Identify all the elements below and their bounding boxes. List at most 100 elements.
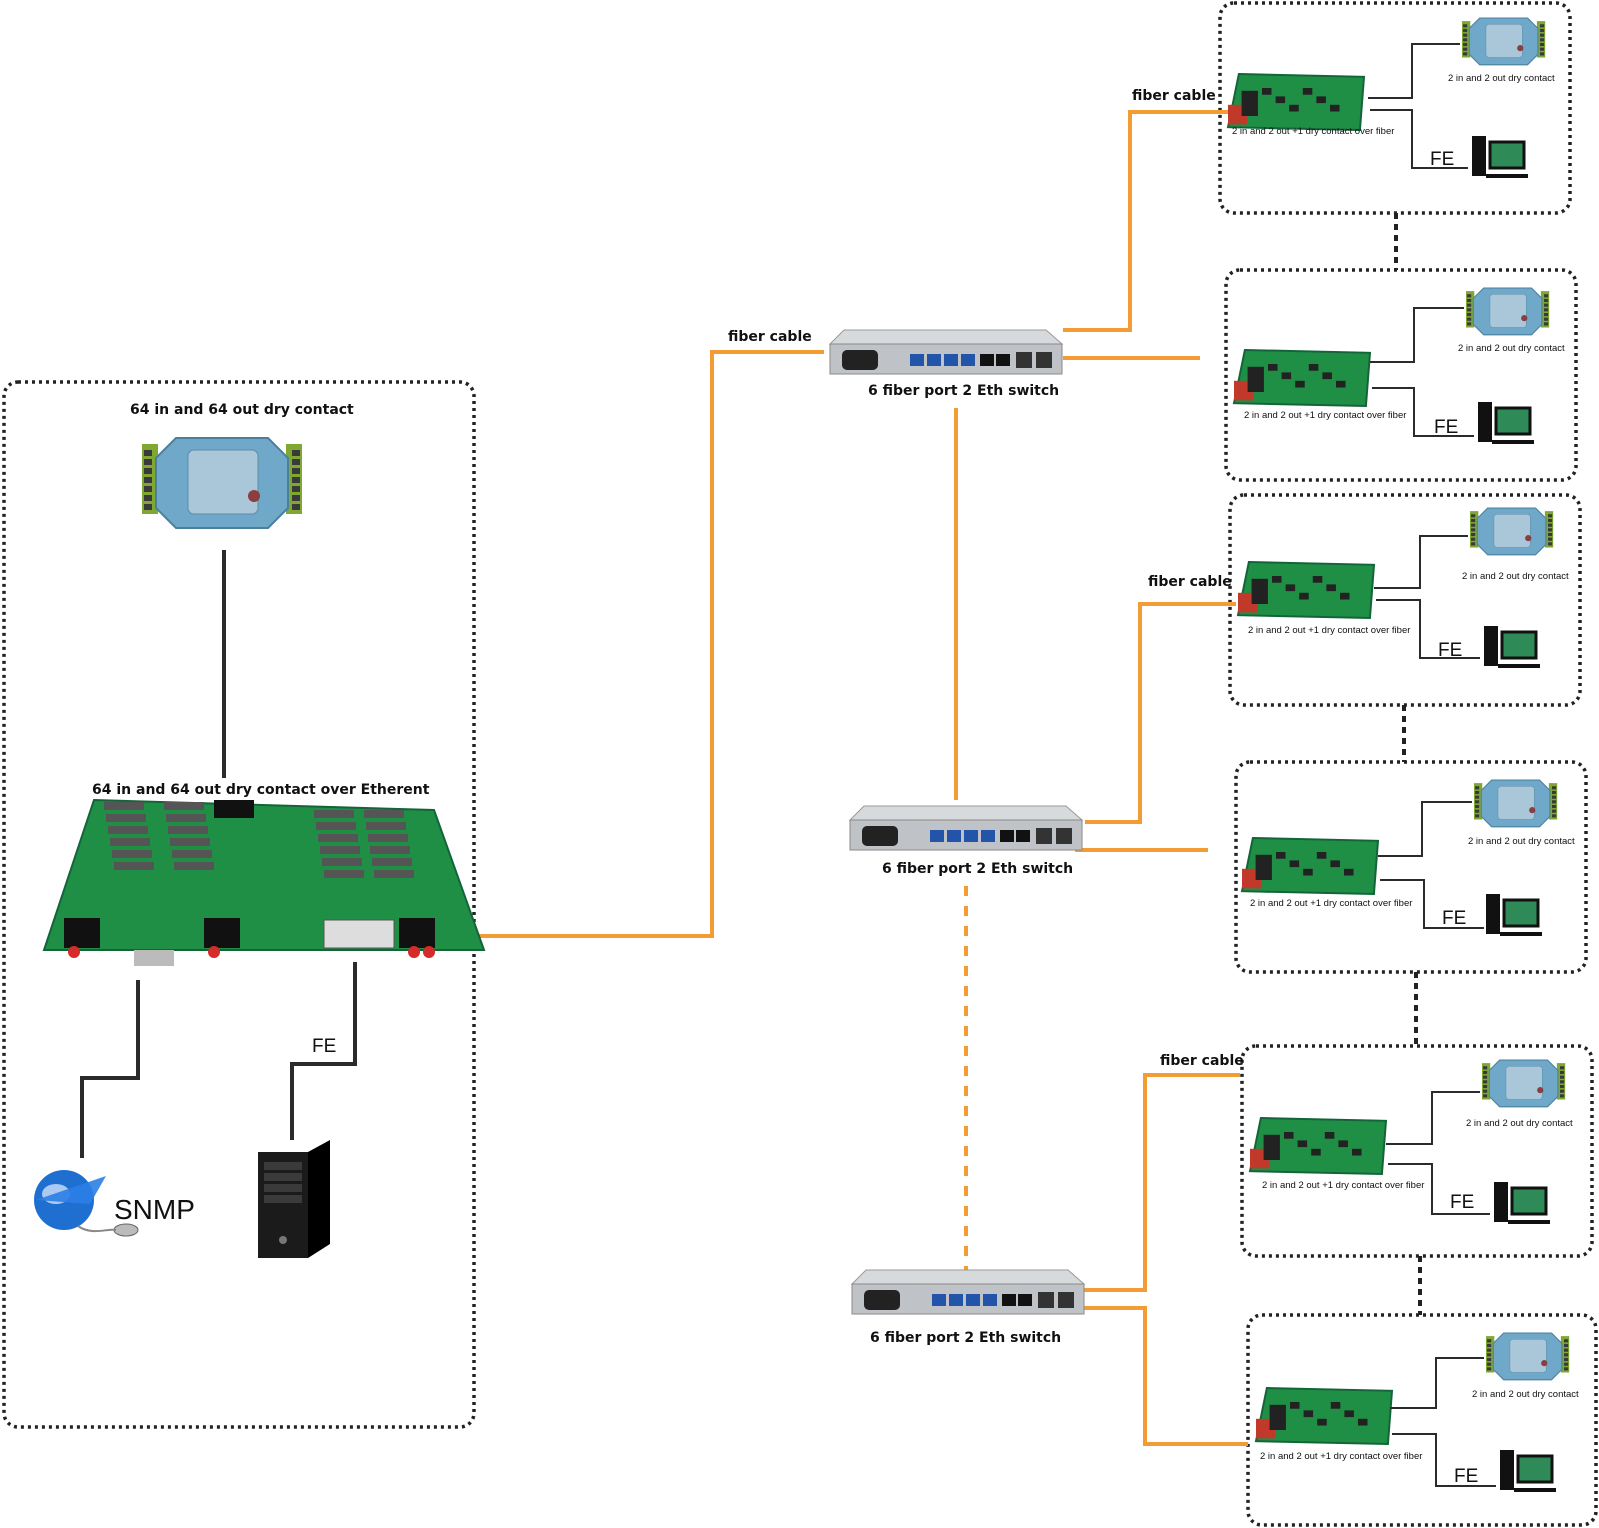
terminal-screw bbox=[1552, 804, 1557, 809]
ethernet-port bbox=[1036, 828, 1052, 844]
terminal-screw bbox=[1463, 28, 1468, 33]
terminal-screw bbox=[1483, 1080, 1488, 1084]
relay-bank bbox=[324, 870, 364, 878]
remote-1-board-label: 2 in and 2 out +1 dry contact over fiber bbox=[1232, 126, 1395, 137]
terminal-screw bbox=[1487, 1339, 1492, 1343]
terminal-screw bbox=[1471, 523, 1476, 527]
remote-4-fe-label: FE bbox=[1442, 908, 1467, 929]
fiber-port bbox=[932, 1294, 946, 1306]
pcb-chip bbox=[1322, 372, 1332, 380]
pcb-chip bbox=[1275, 96, 1286, 104]
snmp-globe-icon bbox=[34, 1170, 139, 1237]
pcb-chip bbox=[1344, 868, 1354, 876]
terminal-screw bbox=[292, 450, 300, 456]
terminal-screw bbox=[1544, 294, 1549, 298]
terminal-screw bbox=[1463, 52, 1468, 56]
fiber-transceiver bbox=[1251, 578, 1268, 604]
terminal-screw bbox=[1560, 1080, 1565, 1084]
relay-bank bbox=[374, 870, 414, 878]
tower-side bbox=[308, 1140, 330, 1258]
remote-node-5-boundary bbox=[1240, 1044, 1594, 1258]
remote-6-fiber-board bbox=[1254, 1386, 1394, 1446]
terminal-screw bbox=[1467, 312, 1472, 317]
terminal-screw bbox=[292, 459, 300, 465]
terminal-screw bbox=[1564, 1362, 1569, 1366]
remote-4-pc-icon bbox=[1486, 894, 1542, 936]
fiber-link-board-to-switch-1 bbox=[447, 350, 824, 938]
fiber-link-switch-2-to-node-3 bbox=[1085, 602, 1236, 824]
terminal-screw bbox=[144, 504, 152, 510]
fiber-port bbox=[964, 830, 978, 842]
terminal-screw bbox=[1560, 1084, 1565, 1089]
fiber-transceiver bbox=[1255, 854, 1272, 880]
pcb-chip bbox=[1311, 1148, 1321, 1156]
fiber-port bbox=[1002, 1294, 1016, 1306]
remote-1-module-label: 2 in and 2 out dry contact bbox=[1448, 73, 1555, 84]
terminal-screw bbox=[1471, 537, 1476, 541]
pcb-chip bbox=[1302, 88, 1313, 95]
remote-5-fe-link bbox=[1388, 1163, 1490, 1215]
terminal-screw bbox=[1552, 786, 1557, 790]
terminal-screw bbox=[144, 450, 152, 456]
terminal-screw bbox=[1463, 47, 1468, 51]
terminal-screw bbox=[1467, 322, 1472, 326]
remote-6-module-label: 2 in and 2 out dry contact bbox=[1472, 1389, 1579, 1400]
board-fiber-connector bbox=[68, 946, 80, 958]
terminal-screw bbox=[1544, 317, 1549, 321]
terminal-screw bbox=[1552, 800, 1557, 804]
drive-bay bbox=[264, 1184, 302, 1192]
terminal-screw bbox=[1564, 1339, 1569, 1343]
switch-3-label: 6 fiber port 2 Eth switch bbox=[870, 1330, 1062, 1346]
terminal-screw bbox=[144, 468, 152, 474]
pc-monitor bbox=[1494, 406, 1532, 436]
terminal-screw bbox=[1463, 38, 1468, 42]
remote-2-fe-link bbox=[1372, 387, 1474, 437]
switch-top bbox=[850, 1269, 1086, 1285]
pc-tower bbox=[1500, 1450, 1514, 1490]
terminal-screw bbox=[292, 486, 300, 492]
pcb-chip bbox=[1330, 104, 1340, 112]
pc-monitor bbox=[1502, 898, 1540, 928]
terminal-screw bbox=[1467, 303, 1472, 307]
pcb-chip bbox=[1317, 1418, 1327, 1426]
relay-bank bbox=[114, 862, 154, 870]
remote-6-pc-icon bbox=[1500, 1450, 1556, 1492]
remote-4-fe-link bbox=[1380, 879, 1484, 929]
pcb-chip bbox=[1295, 380, 1305, 388]
relay-bank bbox=[104, 802, 144, 810]
switch-3 bbox=[850, 1269, 1086, 1315]
terminal-screw bbox=[1487, 1357, 1492, 1362]
central-pc-tower bbox=[258, 1140, 330, 1258]
terminal-screw bbox=[144, 495, 152, 501]
remote-node-4-boundary bbox=[1234, 760, 1588, 974]
fiber-port bbox=[927, 354, 941, 366]
terminal-screw bbox=[1475, 800, 1480, 804]
board-fiber-connector bbox=[408, 946, 420, 958]
terminal-screw bbox=[1540, 33, 1545, 37]
fiber-port bbox=[966, 1294, 980, 1306]
fiber-port bbox=[1000, 830, 1014, 842]
terminal-screw bbox=[1564, 1348, 1569, 1352]
fiber-port bbox=[949, 1294, 963, 1306]
pcb-chip bbox=[1268, 364, 1278, 371]
pcb-chip bbox=[1299, 592, 1309, 600]
terminal-screw bbox=[292, 477, 300, 483]
relay-bank bbox=[368, 834, 408, 842]
ethernet-port bbox=[1056, 828, 1072, 844]
remote-6-io-module bbox=[1486, 1332, 1570, 1381]
terminal-screw bbox=[1463, 33, 1468, 37]
terminal-screw bbox=[1548, 537, 1553, 541]
remote-5-module-link bbox=[1386, 1091, 1480, 1145]
remote-3-io-module bbox=[1470, 507, 1554, 556]
pcb-chip bbox=[1276, 852, 1286, 859]
fiber-transceiver bbox=[1241, 90, 1258, 116]
central-fe-label: FE bbox=[312, 1036, 337, 1057]
terminal-screw bbox=[1548, 523, 1553, 527]
pcb-chip bbox=[1316, 852, 1327, 859]
terminal-screw bbox=[1487, 1343, 1492, 1348]
fiber-link-switch-1-to-node-1 bbox=[1063, 110, 1228, 332]
pcb-chip bbox=[1303, 1410, 1314, 1418]
remote-3-fiber-board bbox=[1236, 560, 1376, 620]
drive-bay bbox=[264, 1173, 302, 1181]
terminal-screw bbox=[1544, 298, 1549, 303]
